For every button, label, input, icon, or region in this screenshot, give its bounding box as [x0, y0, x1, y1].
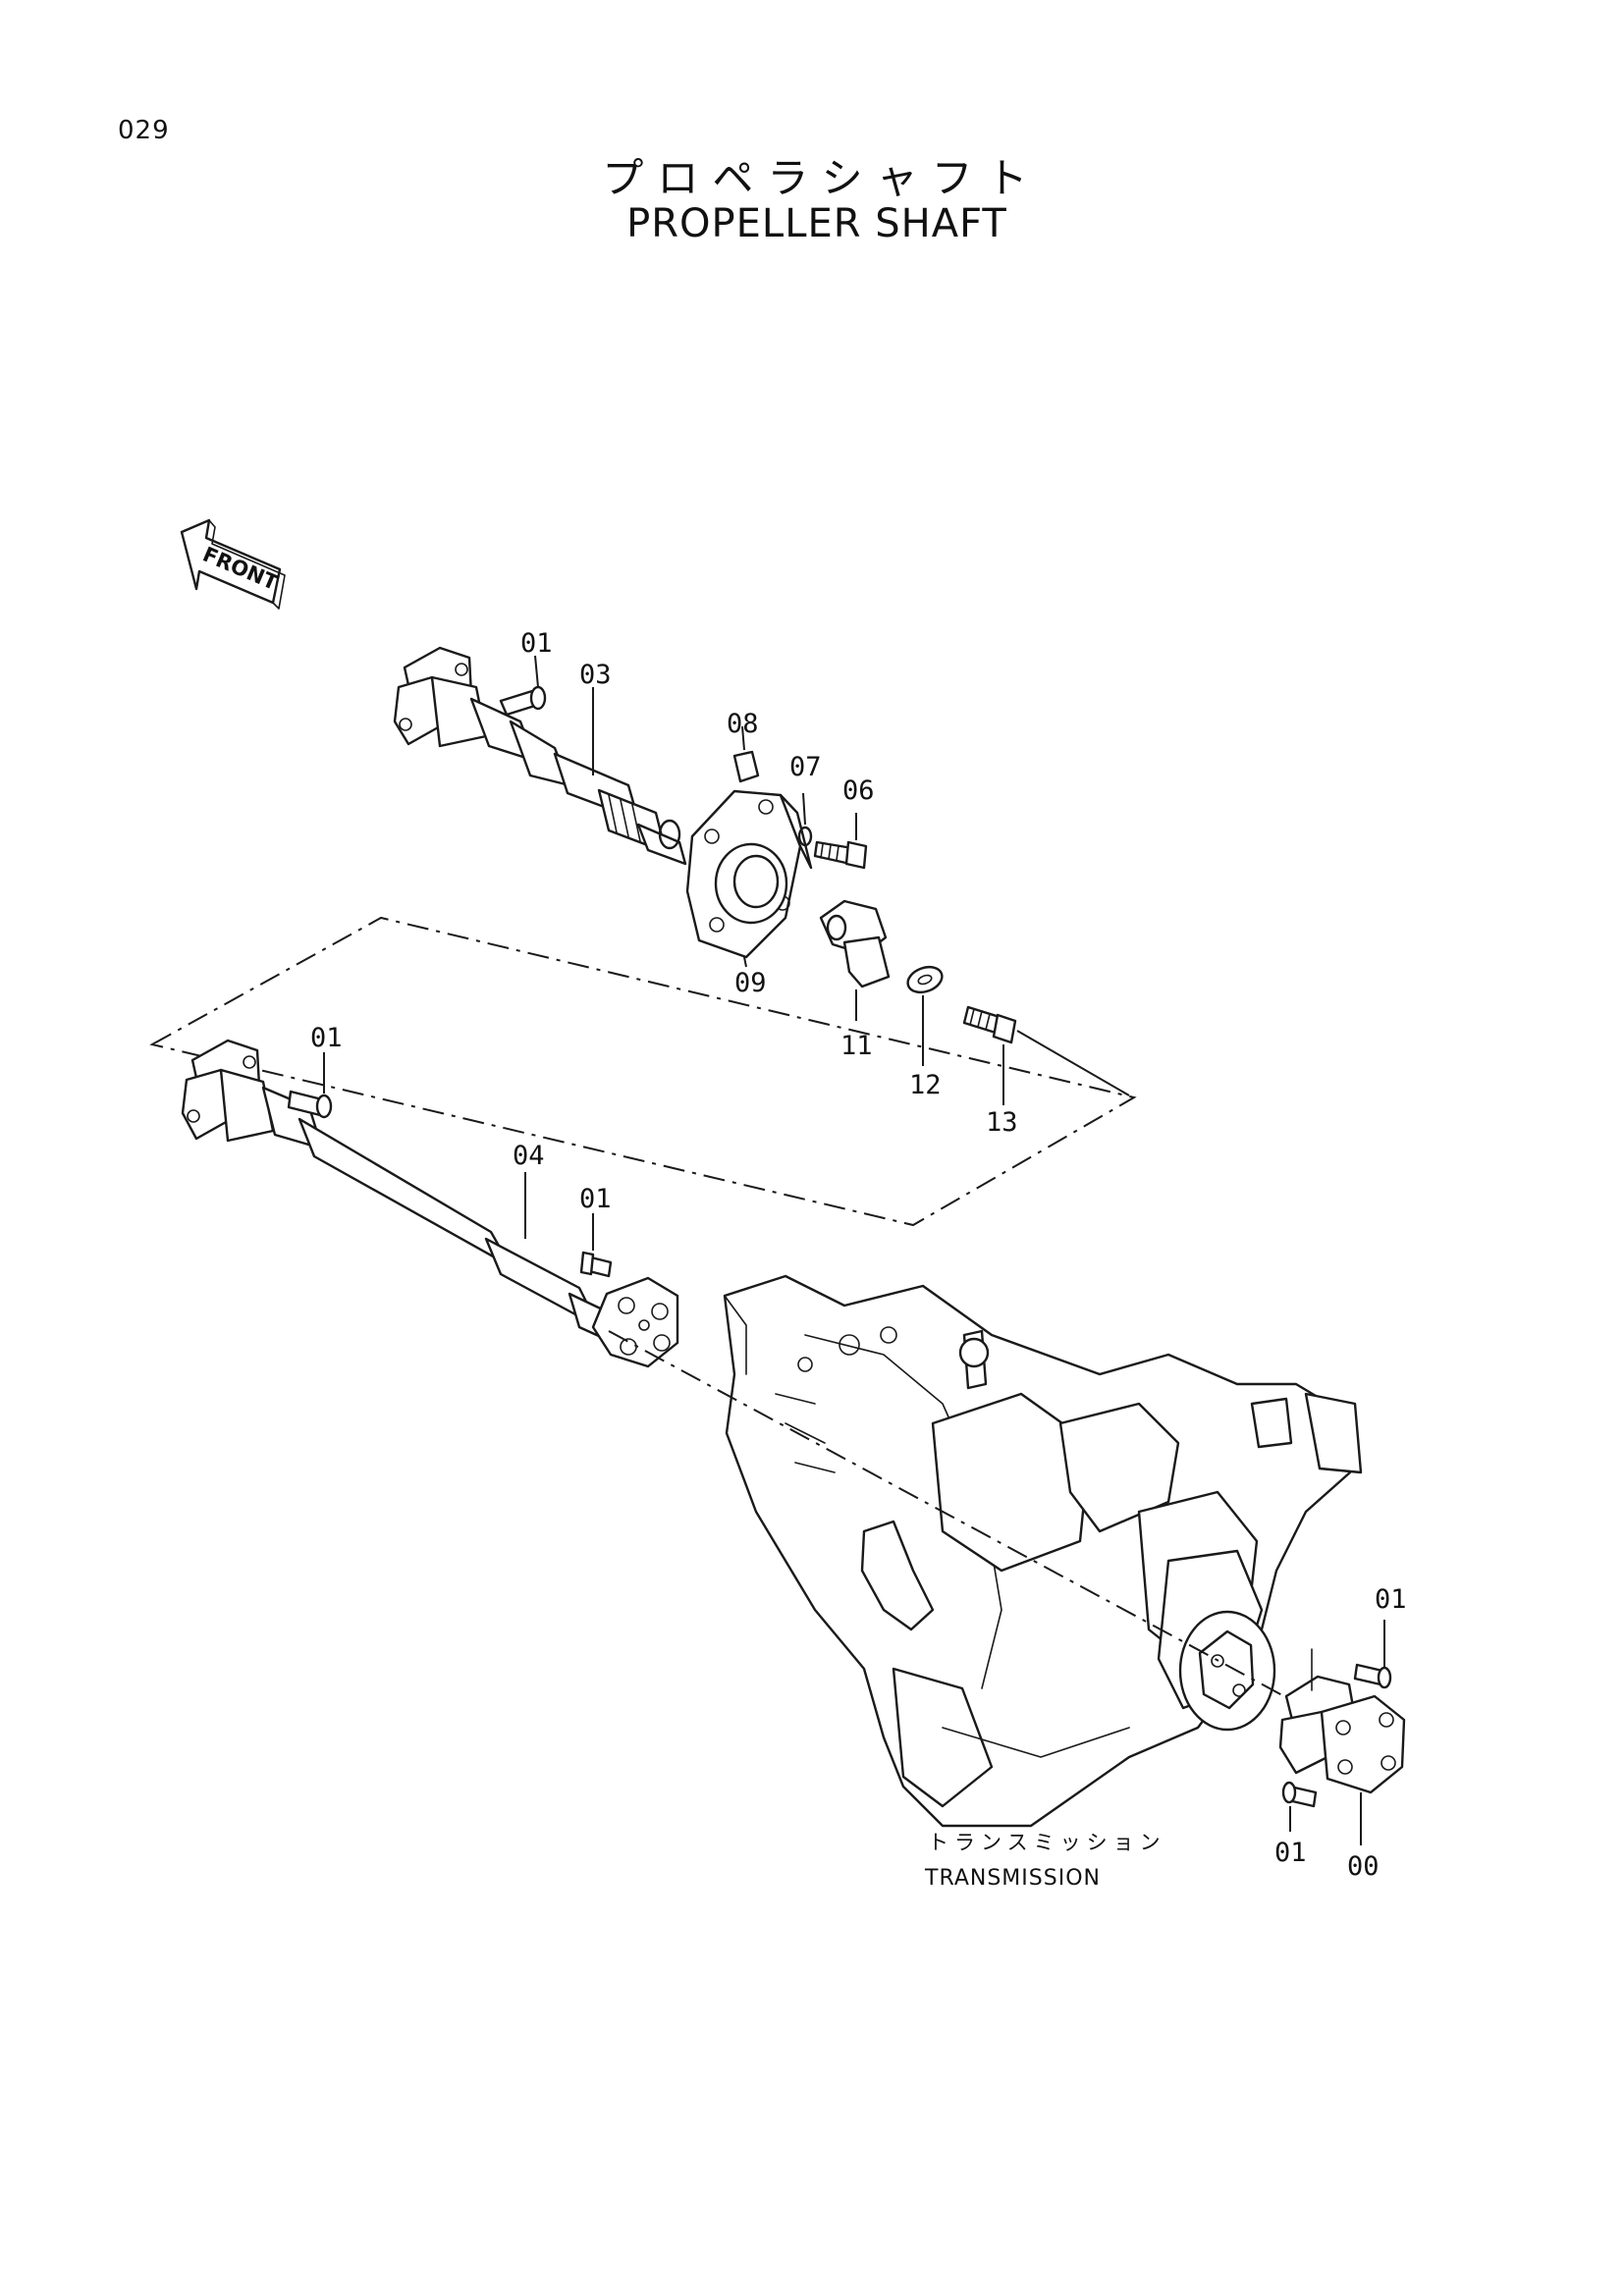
callout-03: 03 [579, 660, 612, 690]
bolt-icon [499, 655, 547, 717]
bolt-icon [962, 1005, 1130, 1105]
coupling-disc [591, 1276, 679, 1368]
page-title: PROPELLER SHAFT [626, 201, 1007, 246]
callout-00: 00 [1347, 1851, 1380, 1882]
output-flange [1178, 1610, 1276, 1732]
callout-06: 06 [842, 775, 875, 806]
transmission-label: TRANSMISSION [924, 1866, 1101, 1891]
bolt-icon [1353, 1620, 1392, 1689]
callout-01: 01 [1375, 1584, 1407, 1615]
bolt-icon [813, 813, 868, 870]
callout-01: 01 [520, 628, 553, 659]
page-number: 029 [118, 116, 170, 145]
callout-09: 09 [734, 968, 767, 998]
nut-icon [732, 725, 760, 783]
upper-shaft-assembly [393, 646, 687, 866]
callout-11: 11 [840, 1031, 873, 1061]
bolt-icon [287, 1052, 333, 1119]
page-title-japanese: プロペラシャフト [602, 154, 1042, 202]
shaft-centerline [608, 1330, 1307, 1709]
callout-01: 01 [1274, 1838, 1307, 1868]
lower-shaft-assembly [181, 1039, 624, 1349]
callout-01: 01 [579, 1184, 612, 1214]
rear-coupling [1278, 1648, 1406, 1845]
bolt-icon [579, 1213, 613, 1278]
transmission-housing [723, 1274, 1363, 1828]
callout-01: 01 [310, 1023, 343, 1053]
washer-icon [797, 792, 813, 847]
transmission-label-japanese: トランスミッション [928, 1831, 1166, 1854]
washer-icon [906, 965, 944, 1066]
callout-08: 08 [727, 709, 759, 739]
assembly-outline [149, 916, 1137, 1227]
callout-04: 04 [513, 1141, 545, 1171]
front-arrow-icon: FRONT [180, 518, 286, 610]
bolt-icon [1281, 1781, 1318, 1832]
flange-bearing [685, 789, 813, 968]
callout-07: 07 [789, 752, 822, 782]
callout-12: 12 [909, 1070, 942, 1100]
yoke-coupling [819, 899, 891, 1021]
callout-13: 13 [986, 1107, 1018, 1138]
